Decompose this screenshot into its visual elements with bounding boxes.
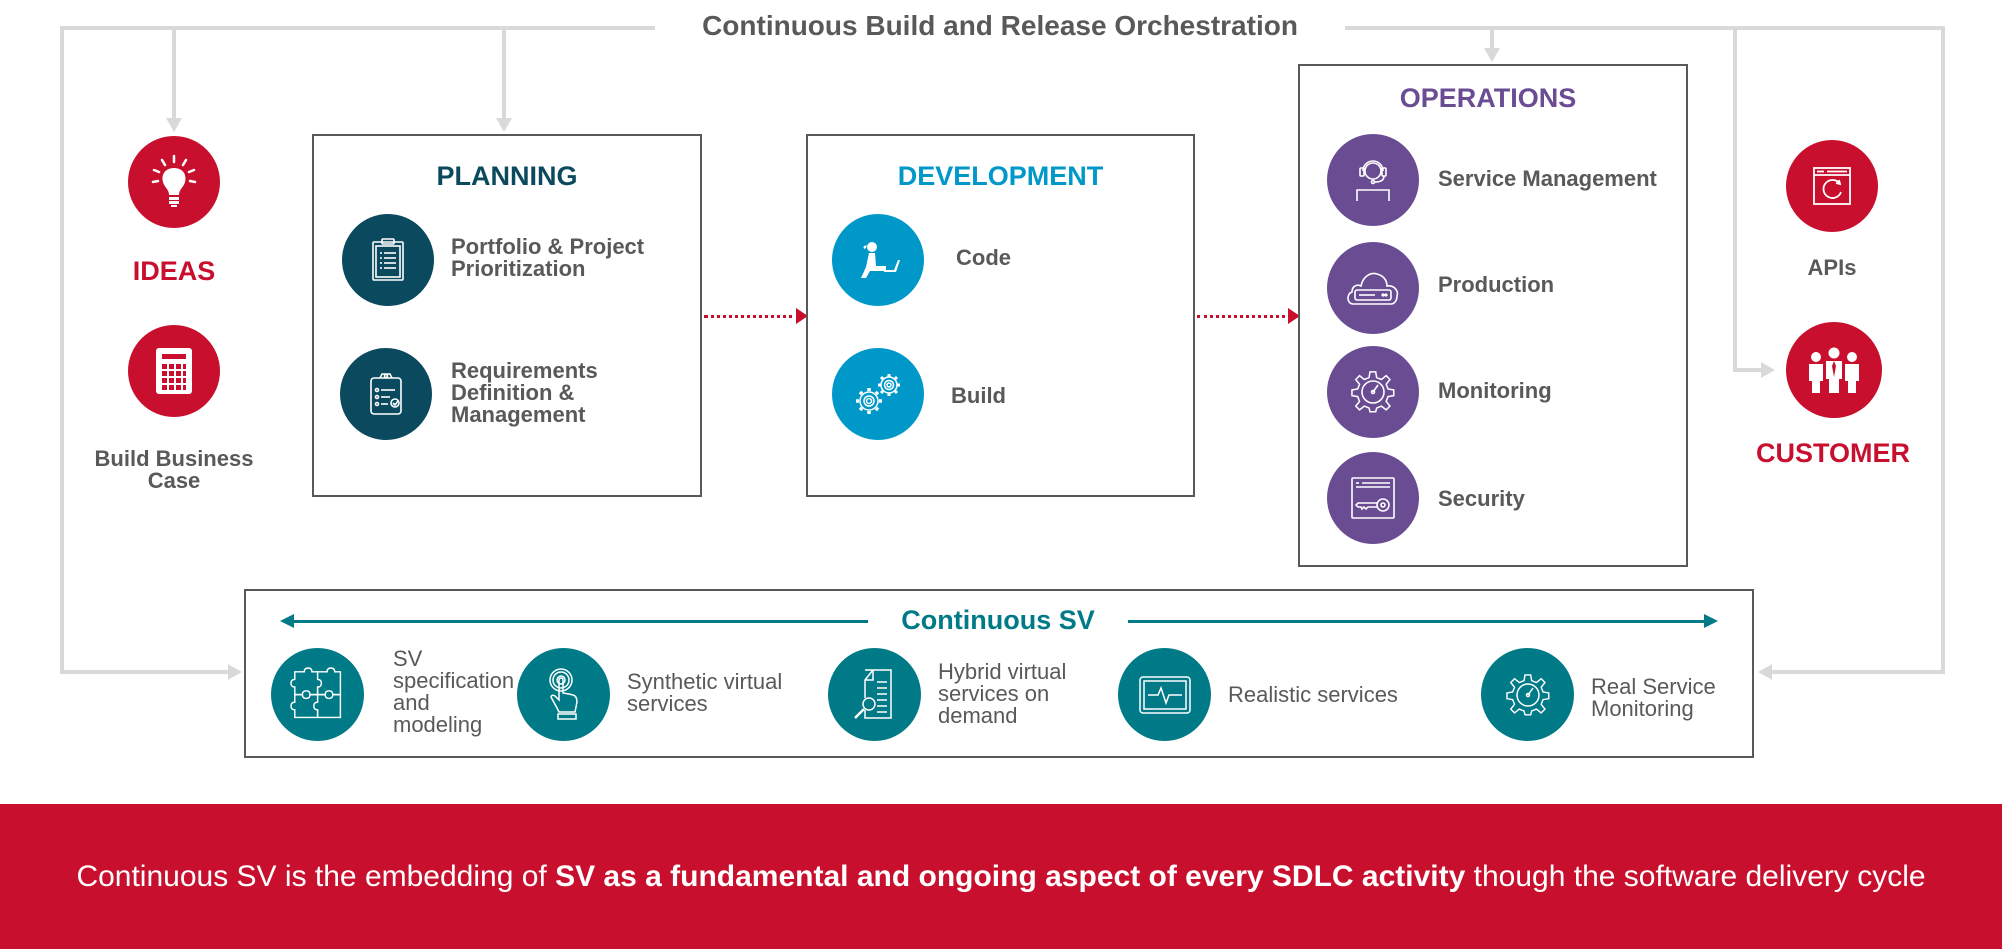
- browser-refresh-icon: [1786, 140, 1878, 232]
- connector-line: [60, 26, 655, 30]
- monitoring-label: Monitoring: [1438, 378, 1552, 403]
- arrow-head: [1484, 48, 1500, 62]
- sv-arrow-left-line: [292, 620, 868, 623]
- connector-line: [60, 26, 64, 674]
- code-label: Code: [956, 245, 1011, 270]
- people-group-icon: [1786, 322, 1882, 418]
- customer-title: CUSTOMER: [1755, 438, 1910, 468]
- developer-laptop-icon: [832, 214, 924, 306]
- banner-text-prefix: Continuous SV is the embedding of: [76, 859, 556, 893]
- operations-title: OPERATIONS: [1399, 83, 1577, 113]
- arrow-head: [166, 118, 182, 132]
- connector-line: [1733, 368, 1763, 372]
- sv-arrow-right-line: [1128, 620, 1704, 623]
- monitor-pulse-icon: [1118, 648, 1211, 741]
- connector-line: [1490, 26, 1494, 52]
- synthetic-services-label: Synthetic virtual services: [627, 669, 783, 716]
- banner-text-bold: SV as a fundamental and ongoing aspect o…: [555, 859, 1466, 893]
- build-business-case-label: Build Business Case: [94, 446, 254, 493]
- headset-agent-icon: [1327, 134, 1419, 226]
- security-label: Security: [1438, 486, 1525, 511]
- connector-line: [172, 26, 176, 126]
- window-key-icon: [1327, 452, 1419, 544]
- gear-gauge-icon: [1481, 648, 1574, 741]
- connector-line: [1345, 26, 1945, 30]
- planning-title: PLANNING: [436, 161, 578, 191]
- real-service-monitoring-label: Real Service Monitoring: [1591, 674, 1716, 721]
- ideas-title: IDEAS: [132, 256, 216, 286]
- production-label: Production: [1438, 272, 1555, 297]
- gear-gauge-icon: [1327, 346, 1419, 438]
- apis-label: APIs: [1807, 255, 1857, 280]
- flow-arrow-head: [796, 308, 808, 324]
- clipboard-check-icon: [340, 348, 432, 440]
- calculator-icon: [128, 325, 220, 417]
- continuous-sv-title: Continuous SV: [901, 605, 1095, 635]
- hybrid-services-label: Hybrid virtual services on demand: [938, 659, 1067, 728]
- orchestration-title: Continuous Build and Release Orchestrati…: [702, 10, 1298, 41]
- arrow-head: [496, 118, 512, 132]
- service-management-label: Service Management: [1438, 166, 1657, 191]
- flow-arrow-head: [1288, 308, 1300, 324]
- flow-arrow-line: [704, 315, 800, 318]
- connector-line: [502, 26, 506, 126]
- document-search-icon: [828, 648, 921, 741]
- arrow-head: [1758, 664, 1772, 680]
- connector-line: [1941, 26, 1945, 674]
- sv-arrow-left-head: [280, 614, 294, 628]
- portfolio-prioritization-label: Portfolio & Project Prioritization: [451, 234, 645, 281]
- requirements-label: Requirements Definition & Management: [451, 358, 598, 427]
- arrow-head: [1761, 362, 1775, 378]
- touch-hand-icon: [517, 648, 610, 741]
- cloud-server-icon: [1327, 242, 1419, 334]
- clipboard-list-icon: [342, 214, 434, 306]
- arrow-head: [228, 664, 242, 680]
- puzzle-icon: [271, 648, 364, 741]
- banner-text-suffix: though the software delivery cycle: [1465, 859, 1926, 893]
- development-title: DEVELOPMENT: [897, 161, 1104, 191]
- lightbulb-icon: [128, 136, 220, 228]
- connector-line: [1733, 26, 1737, 372]
- summary-banner: Continuous SV is the embedding of SV as …: [0, 804, 2002, 949]
- sv-specification-label: SV specification and modeling: [393, 646, 515, 737]
- sv-arrow-right-head: [1704, 614, 1718, 628]
- banner-text: Continuous SV is the embedding of SV as …: [76, 860, 1925, 894]
- build-label: Build: [951, 383, 1006, 408]
- gears-icon: [832, 348, 924, 440]
- realistic-services-label: Realistic services: [1228, 682, 1398, 707]
- connector-line: [60, 670, 230, 674]
- connector-line: [1772, 670, 1944, 674]
- flow-arrow-line: [1197, 315, 1291, 318]
